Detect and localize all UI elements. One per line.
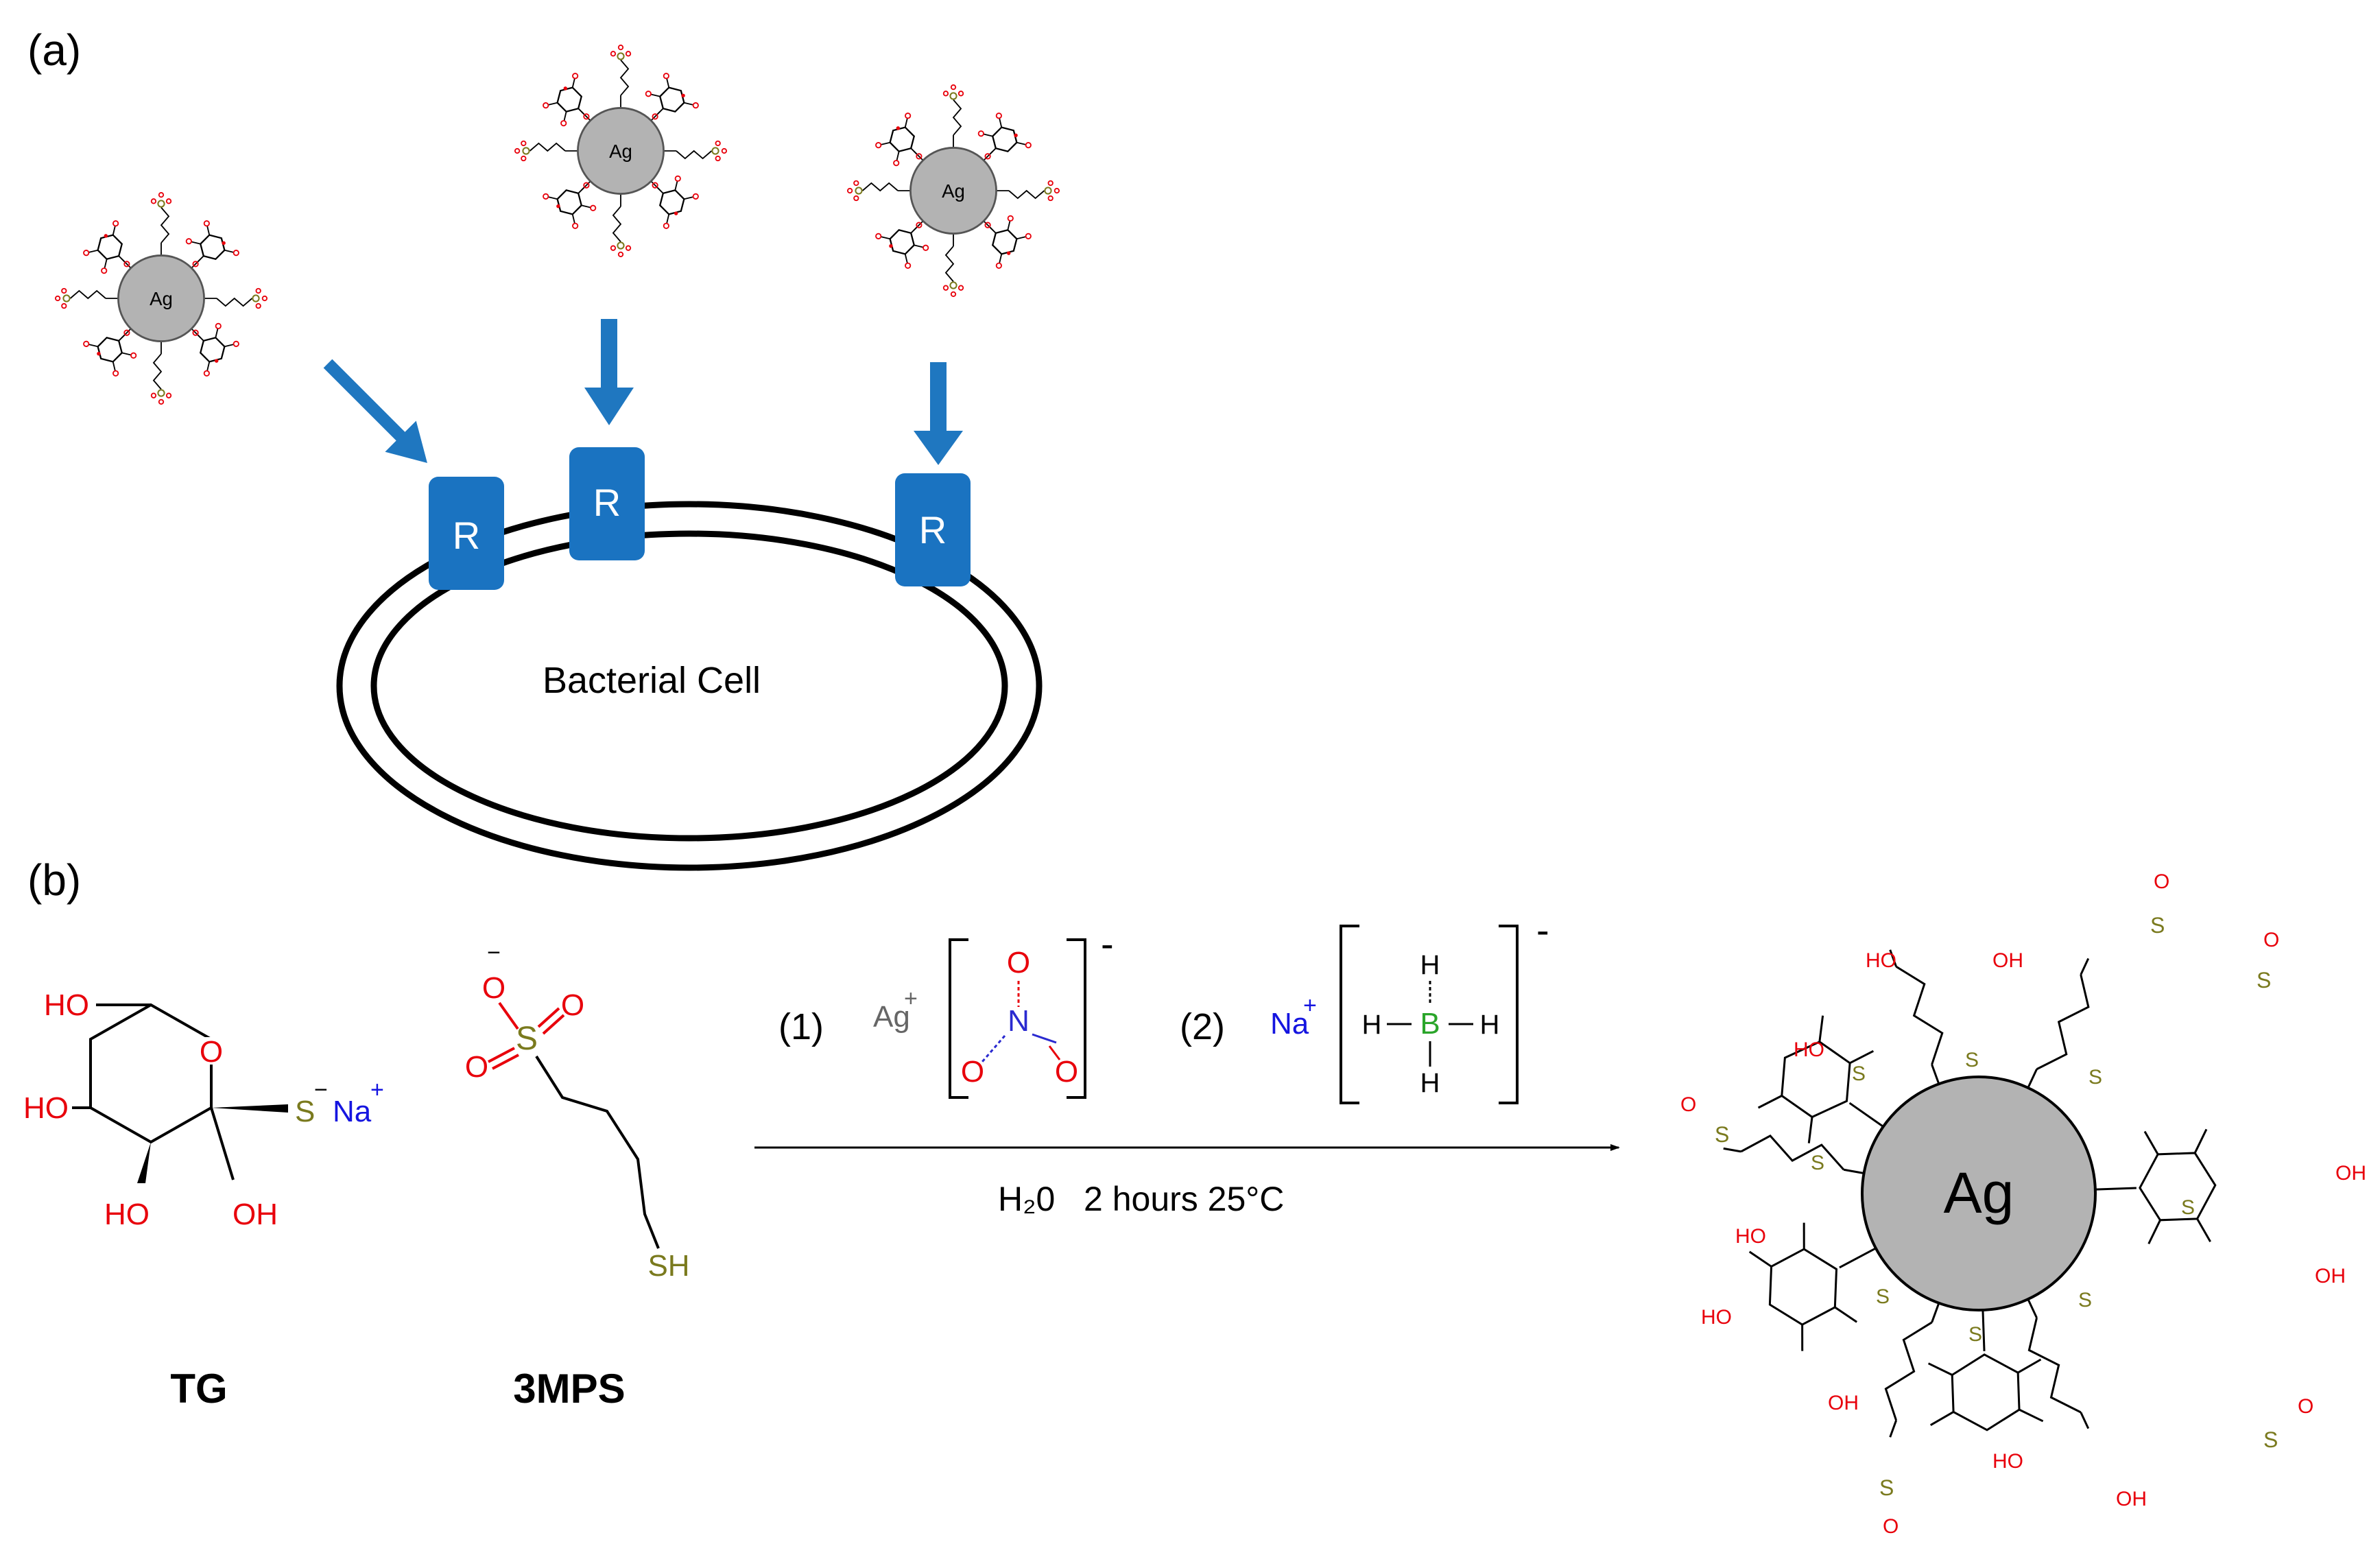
product-sulfonate-5: S — [1879, 1475, 1894, 1500]
product-sulfur-8: S — [1852, 1062, 1866, 1085]
nanoparticle-1-label: Ag — [150, 288, 173, 309]
product-sulfur-3: S — [2181, 1196, 2195, 1219]
reaction-conditions: H₂0 2 hours 25°C — [998, 1180, 1284, 1218]
tg-ho-top: HO — [44, 988, 89, 1022]
tg-ho-left: HO — [23, 1091, 69, 1125]
product-hydroxyl-6: HO — [1735, 1225, 1766, 1248]
product-hydroxyl-9: HO — [1992, 1450, 2023, 1473]
nitrate-oxygen-top: O — [1007, 946, 1030, 979]
nanoparticle-2-label: Ag — [609, 141, 632, 162]
borohydride-boron: B — [1420, 1007, 1440, 1041]
mps-oxygen-charge: − — [487, 940, 501, 966]
tg-ho-bottom: HO — [104, 1198, 150, 1231]
tg-sodium: Na — [333, 1095, 372, 1128]
tg-structure: O HO HO HO OH S − Na + — [23, 988, 384, 1231]
tg-oh-bottom: OH — [233, 1198, 278, 1231]
reagent-1-left-bracket — [949, 938, 968, 1099]
product-sulfur-7: S — [1811, 1152, 1824, 1174]
product-hydroxyl-3: HO — [1794, 1038, 1824, 1061]
borohydride-h-left: H — [1362, 1010, 1382, 1040]
cell-inner-membrane — [370, 530, 1008, 842]
tg-sodium-charge: + — [370, 1077, 384, 1103]
product-sulfonate-1: S — [2150, 913, 2165, 938]
reagent-1-cation-charge: + — [904, 986, 918, 1012]
reagent-1-anion-charge: - — [1101, 922, 1114, 965]
nitrate-oxygen-right: O — [1055, 1055, 1078, 1089]
nitrate-oxygen-left: O — [961, 1055, 984, 1089]
receptor-1: R — [429, 477, 504, 590]
borohydride-h-right: H — [1480, 1010, 1500, 1040]
product-hydroxyl-10: OH — [2116, 1488, 2147, 1510]
reagent-1-step: (1) — [778, 1006, 824, 1047]
reagent-1: (1) Ag + - O N O O — [778, 922, 1114, 1099]
panel-b-label: (b) — [27, 855, 81, 905]
product-sulfur-5: S — [1968, 1323, 1982, 1346]
receptor-3-label: R — [919, 508, 947, 551]
nanoparticle-2: Ag — [515, 45, 726, 257]
product-silver-core — [1861, 1076, 2097, 1311]
reagent-2-step: (2) — [1180, 1006, 1225, 1047]
mps-sulfur: S — [516, 1021, 538, 1057]
product-oxygen-1: O — [2154, 870, 2169, 893]
borohydride-h-bottom: H — [1420, 1068, 1440, 1098]
product-oxygen-5: O — [1883, 1515, 1899, 1538]
reagent-2-anion-charge: - — [1536, 908, 1549, 951]
reagent-2-cation-charge: + — [1303, 993, 1317, 1019]
reagent-1-right-bracket — [1067, 938, 1086, 1099]
product-hydroxyl-4: OH — [2335, 1162, 2366, 1185]
nitrate-nitrogen: N — [1008, 1004, 1030, 1038]
mps-name: 3MPS — [513, 1366, 625, 1412]
cell-outer-membrane — [336, 501, 1043, 871]
tg-name: TG — [170, 1366, 227, 1412]
reagent-2-right-bracket — [1499, 925, 1519, 1104]
reagent-2-left-bracket — [1340, 925, 1359, 1104]
product-sulfur-4: S — [2078, 1289, 2092, 1311]
product-sulfonate-3: S — [1715, 1122, 1729, 1147]
product-hydroxyl-1: HO — [1866, 949, 1896, 972]
product-sulfur-6: S — [1876, 1285, 1890, 1308]
mps-thiol: SH — [647, 1249, 689, 1283]
bacterial-cell-label: Bacterial Cell — [543, 660, 761, 701]
binding-arrow-1 — [323, 359, 427, 463]
product-sulfur-2: S — [2089, 1066, 2102, 1089]
receptor-2-label: R — [593, 481, 621, 524]
product-hydroxyl-7: HO — [1701, 1306, 1732, 1329]
reagent-2-cation: Na — [1270, 1007, 1309, 1041]
binding-arrow-3 — [914, 362, 963, 465]
product-core-label: Ag — [1944, 1161, 2014, 1225]
receptor-3: R — [895, 473, 971, 586]
nanoparticle-3-label: Ag — [942, 180, 965, 202]
mps-oxygen-left: O — [465, 1050, 488, 1084]
nanoparticle-1: Ag — [56, 193, 267, 404]
product-sulfonate-2: S — [2257, 968, 2271, 993]
product-hydroxyl-8: OH — [1828, 1392, 1859, 1414]
nanoparticle-3: Ag — [848, 85, 1059, 296]
mps-oxygen-right: O — [561, 988, 584, 1022]
panel-a-label: (a) — [27, 25, 81, 75]
tg-sulfur: S — [295, 1095, 315, 1128]
binding-arrow-2 — [584, 319, 634, 425]
product-nanoparticle: S S S S S S S S S S S S S O O O O O HO O… — [1680, 870, 2366, 1538]
borohydride-h-top: H — [1420, 950, 1440, 980]
mps-structure: S O − O O SH — [465, 940, 690, 1283]
product-sulfur-1: S — [1965, 1049, 1979, 1071]
product-oxygen-3: O — [1680, 1093, 1696, 1116]
reagent-1-cation: Ag — [873, 1000, 910, 1034]
tg-ring-oxygen: O — [200, 1035, 223, 1069]
reagent-2: (2) Na + - B H H H H — [1180, 908, 1549, 1104]
product-oxygen-4: O — [2298, 1395, 2313, 1418]
product-sulfonate-4: S — [2263, 1427, 2278, 1452]
mps-oxygen-top: O — [482, 971, 505, 1005]
receptor-2: R — [569, 447, 645, 560]
tg-sulfur-charge: − — [314, 1077, 328, 1103]
product-oxygen-2: O — [2263, 929, 2279, 951]
receptor-1-label: R — [453, 514, 480, 557]
product-hydroxyl-2: OH — [1992, 949, 2023, 972]
product-hydroxyl-5: OH — [2315, 1265, 2346, 1287]
